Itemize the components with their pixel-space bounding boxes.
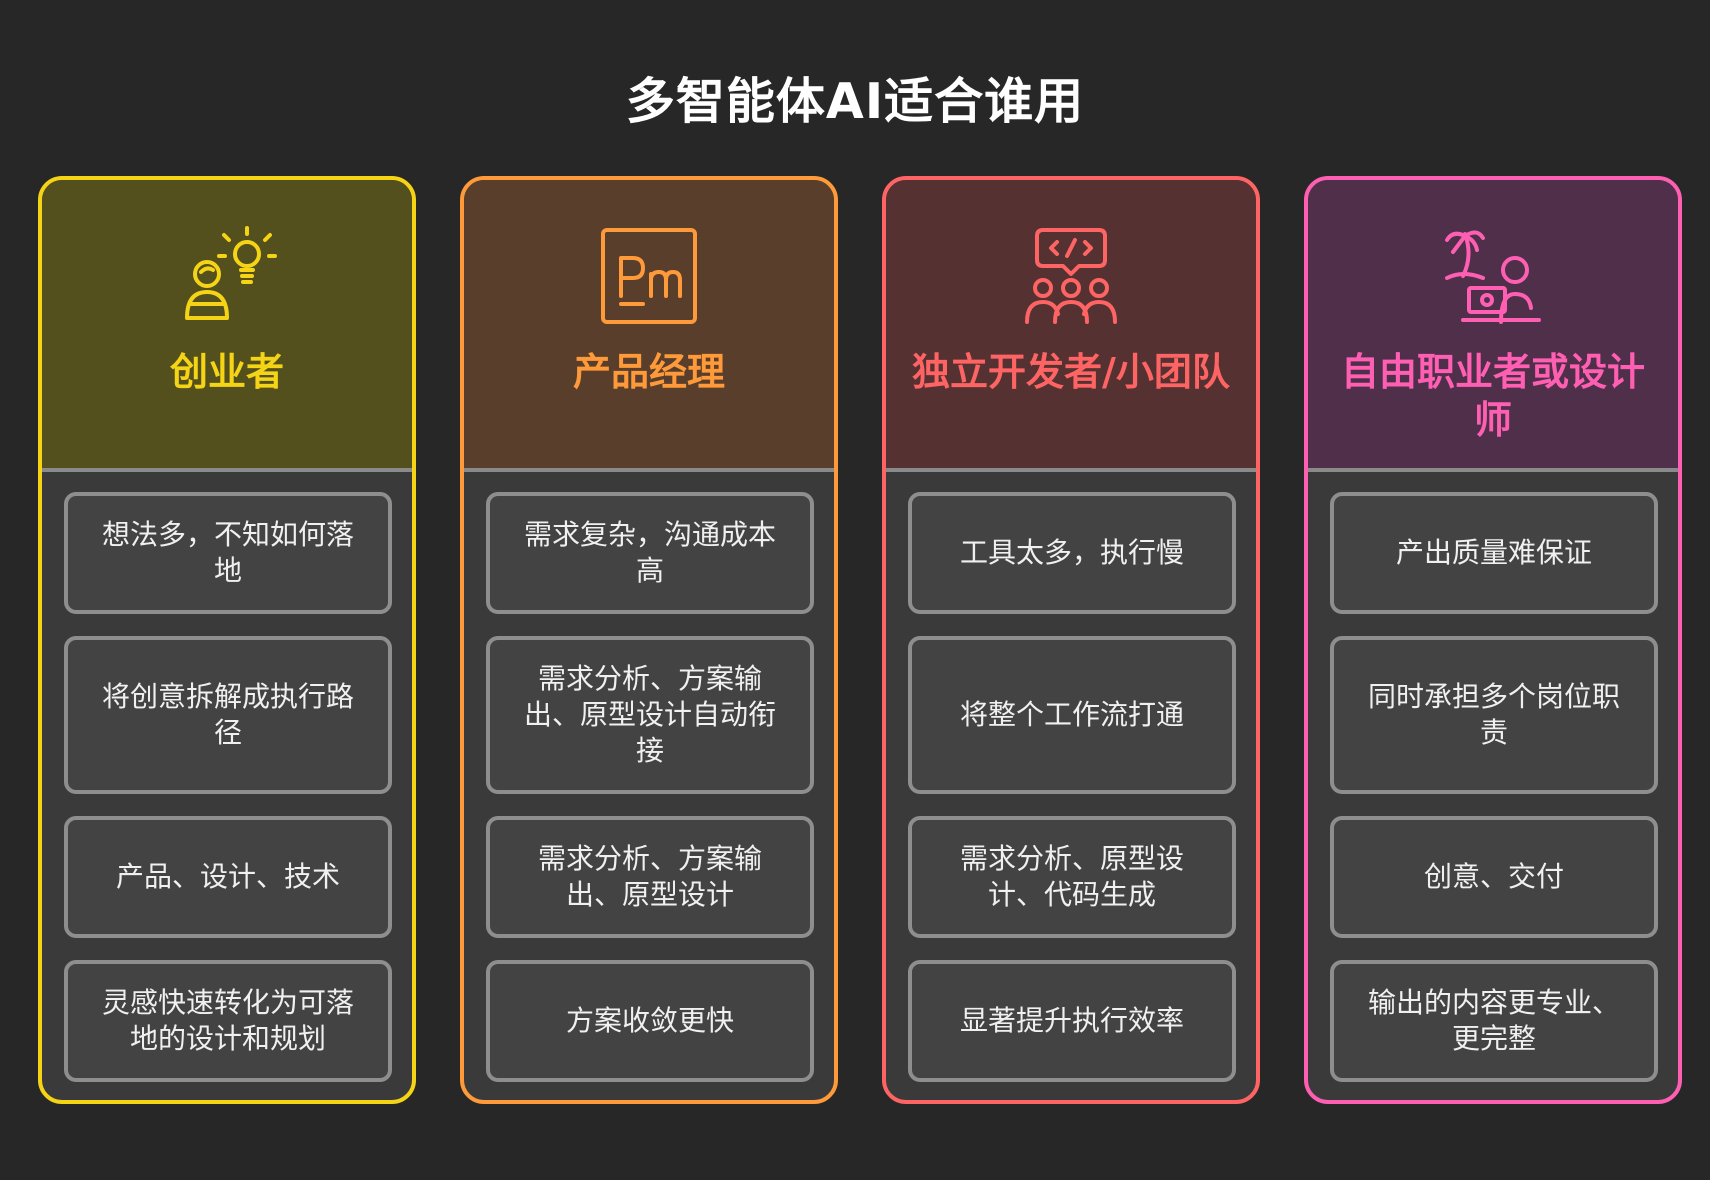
list-item: 需求复杂，沟通成本高 bbox=[486, 492, 814, 614]
list-item: 需求分析、方案输出、原型设计 bbox=[486, 816, 814, 938]
page-title: 多智能体AI适合谁用 bbox=[625, 73, 1085, 130]
list-item: 想法多，不知如何落地 bbox=[64, 492, 392, 614]
list-item: 输出的内容更专业、更完整 bbox=[1330, 960, 1658, 1082]
person-lightbulb-icon bbox=[185, 226, 277, 320]
dev-team-icon bbox=[1025, 228, 1117, 324]
column-header: 产品经理 bbox=[464, 180, 834, 472]
column-product-manager: 产品经理 需求复杂，沟通成本高 需求分析、方案输出、原型设计自动衔接 需求分析、… bbox=[460, 176, 838, 1104]
list-item: 需求分析、原型设计、代码生成 bbox=[908, 816, 1236, 938]
list-item: 工具太多，执行慢 bbox=[908, 492, 1236, 614]
freelancer-beach-laptop-icon bbox=[1445, 230, 1541, 324]
list-item: 需求分析、方案输出、原型设计自动衔接 bbox=[486, 636, 814, 794]
list-item: 将整个工作流打通 bbox=[908, 636, 1236, 794]
list-item: 同时承担多个岗位职责 bbox=[1330, 636, 1658, 794]
list-item: 产出质量难保证 bbox=[1330, 492, 1658, 614]
list-item: 显著提升执行效率 bbox=[908, 960, 1236, 1082]
list-item: 灵感快速转化为可落地的设计和规划 bbox=[64, 960, 392, 1082]
list-item: 将创意拆解成执行路径 bbox=[64, 636, 392, 794]
column-title: 产品经理 bbox=[572, 350, 725, 394]
list-item: 创意、交付 bbox=[1330, 816, 1658, 938]
column-title: 独立开发者/小团队 bbox=[912, 350, 1230, 394]
column-title: 创业者 bbox=[169, 350, 284, 394]
column-entrepreneur: 创业者 想法多，不知如何落地 将创意拆解成执行路径 产品、设计、技术 灵感快速转… bbox=[38, 176, 416, 1104]
list-item: 产品、设计、技术 bbox=[64, 816, 392, 938]
column-title: 自由职业者或设计师 bbox=[1340, 350, 1645, 442]
column-indie-dev-team: 独立开发者/小团队 工具太多，执行慢 将整个工作流打通 需求分析、原型设计、代码… bbox=[882, 176, 1260, 1104]
column-header: 自由职业者或设计师 bbox=[1308, 180, 1678, 472]
column-header: 创业者 bbox=[42, 180, 412, 472]
column-freelancer-designer: 自由职业者或设计师 产出质量难保证 同时承担多个岗位职责 创意、交付 输出的内容… bbox=[1304, 176, 1682, 1104]
pm-app-icon bbox=[601, 228, 697, 324]
audience-columns: 创业者 想法多，不知如何落地 将创意拆解成执行路径 产品、设计、技术 灵感快速转… bbox=[38, 176, 1682, 1106]
list-item: 方案收敛更快 bbox=[486, 960, 814, 1082]
column-header: 独立开发者/小团队 bbox=[886, 180, 1256, 472]
